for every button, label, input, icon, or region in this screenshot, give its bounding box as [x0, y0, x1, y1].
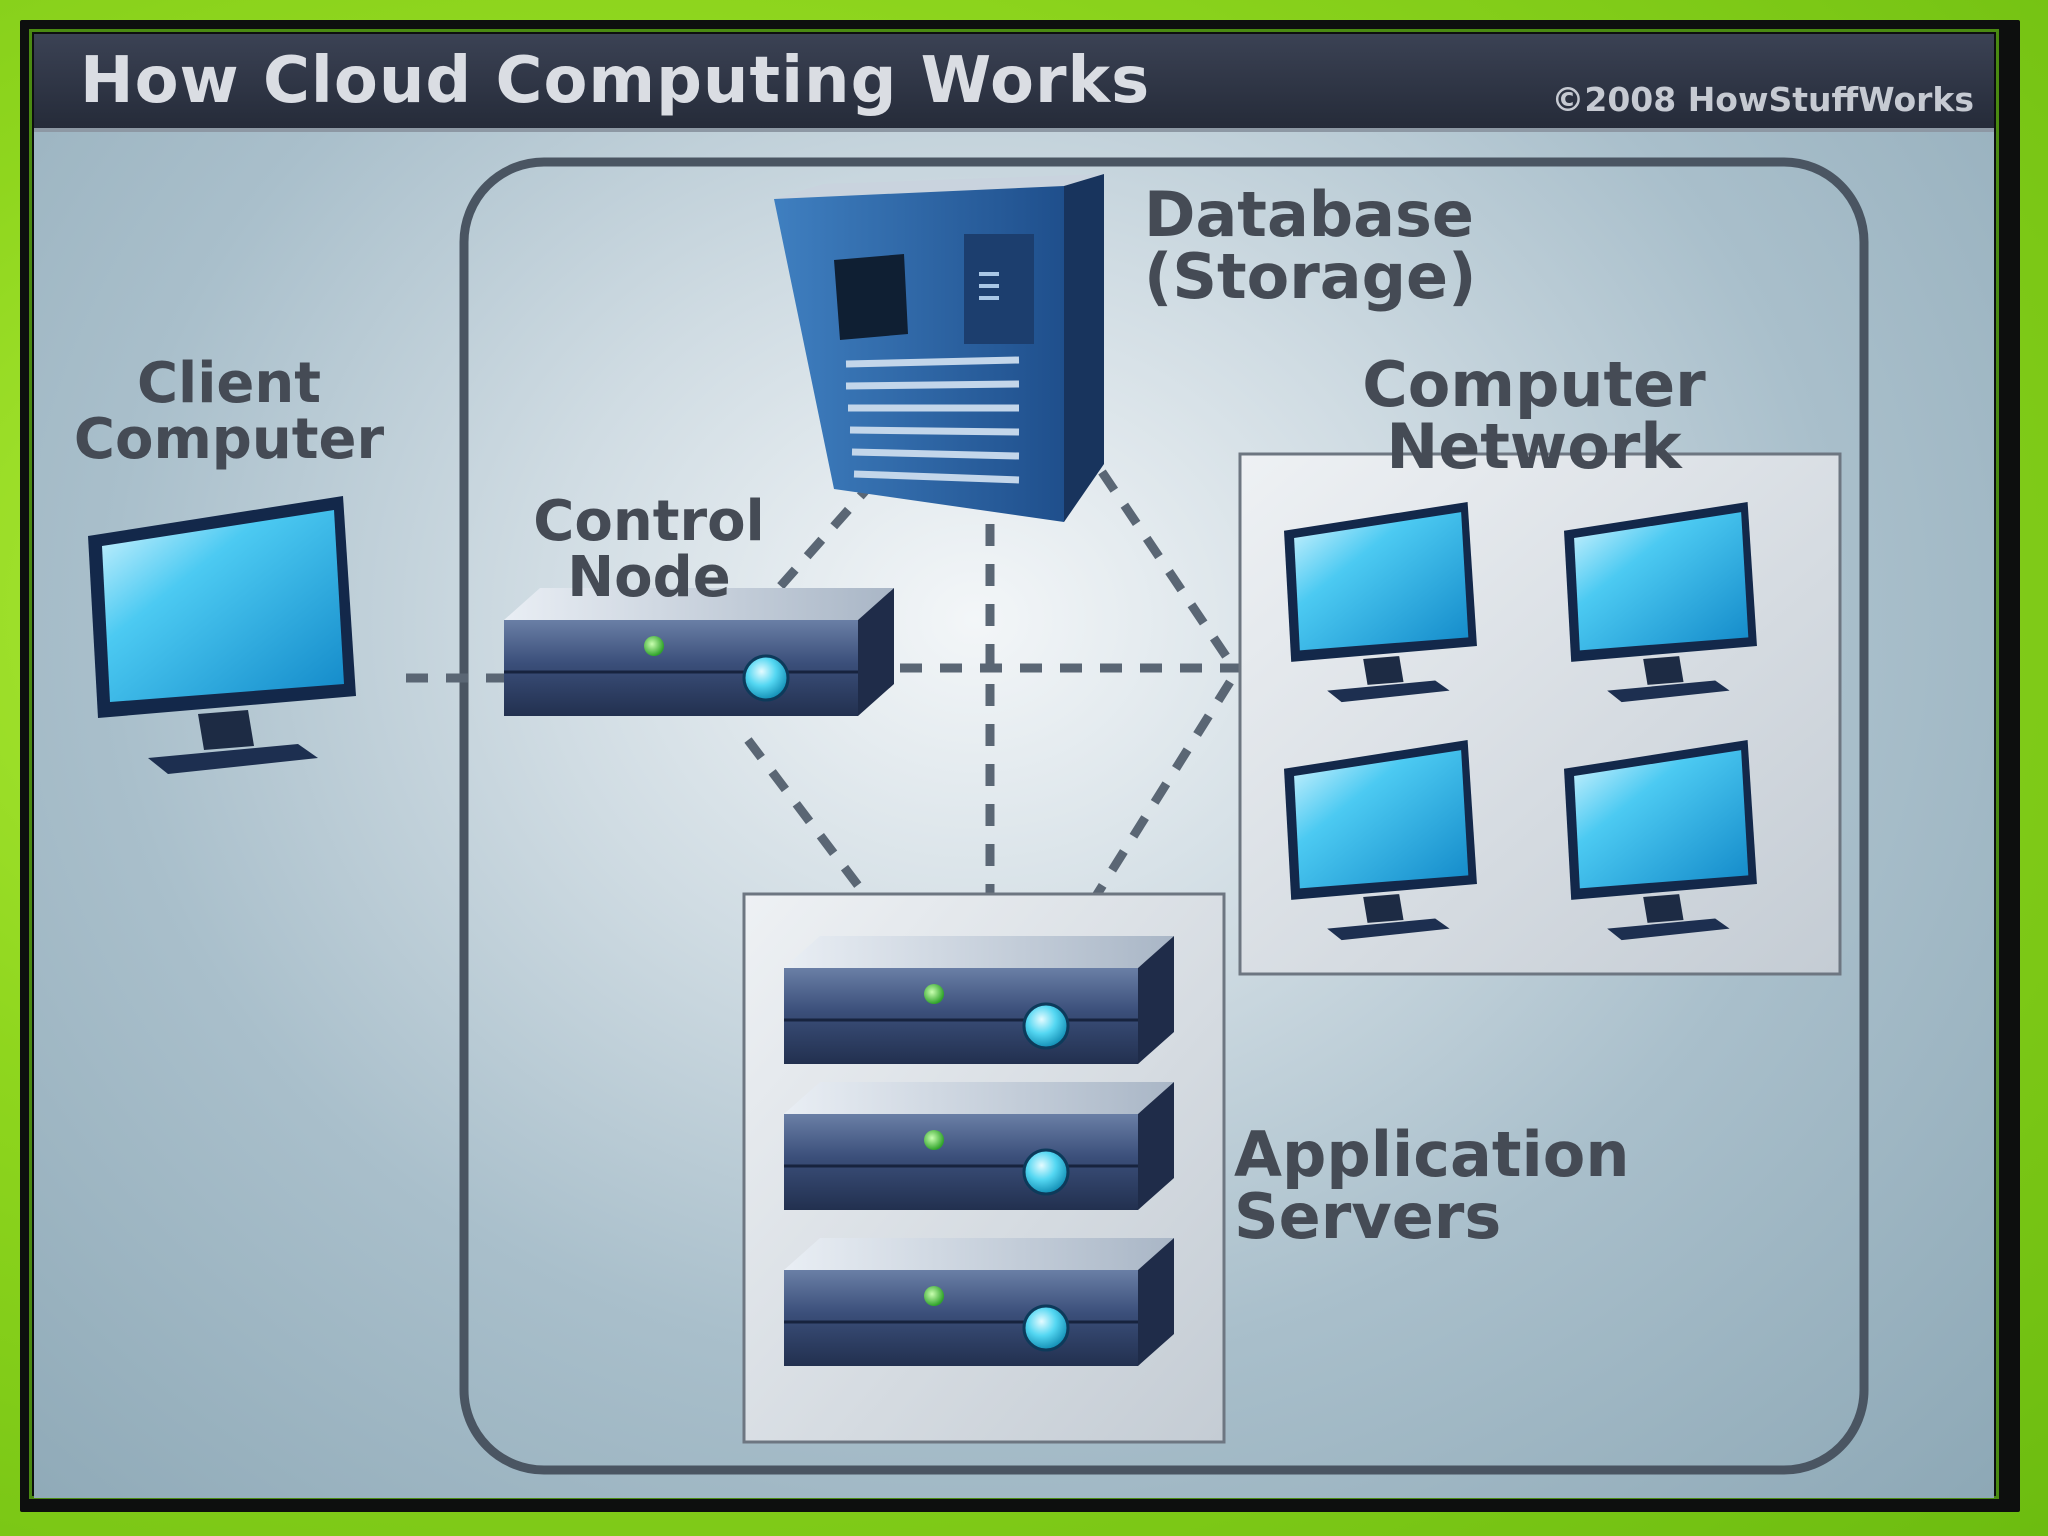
- computer-network-label: Computer Network: [1304, 354, 1764, 478]
- connector-control-appservers: [744, 737, 870, 899]
- client-computer-icon: [88, 496, 356, 774]
- database-label: Database (Storage): [1144, 184, 1476, 308]
- application-servers-label-line: Servers: [1234, 1180, 1502, 1253]
- copyright-text: ©2008 HowStuffWorks: [1551, 80, 1974, 119]
- application-server-icon: [782, 934, 1176, 1066]
- control-node-label: Control Node: [484, 494, 814, 606]
- control-node-label-line: Node: [567, 545, 731, 610]
- application-server-icon: [782, 1236, 1176, 1368]
- title-bar: How Cloud Computing Works ©2008 HowStuff…: [34, 34, 1994, 132]
- application-servers-label: Application Servers: [1234, 1124, 1629, 1248]
- cloud-boundary: [459, 157, 1869, 1475]
- application-server-icon: [782, 1080, 1176, 1212]
- diagram-panel: How Cloud Computing Works ©2008 HowStuff…: [34, 34, 1994, 1498]
- client-computer-label: Client Computer: [49, 356, 409, 468]
- database-label-line: (Storage): [1144, 240, 1477, 313]
- page-title: How Cloud Computing Works: [80, 44, 1151, 118]
- control-node-label-line: Control: [533, 489, 765, 554]
- database-tower-icon: [774, 174, 1104, 522]
- connector-network-appservers: [1092, 679, 1234, 899]
- cloud-diagram: [88, 157, 1869, 1475]
- connector-database-network: [1098, 469, 1238, 671]
- computer-network-label-line: Network: [1386, 410, 1682, 483]
- database-label-line: Database: [1144, 178, 1474, 251]
- computer-network-label-line: Computer: [1362, 348, 1706, 421]
- application-servers-label-line: Application: [1234, 1118, 1630, 1191]
- connector-control-database: [750, 487, 870, 619]
- client-computer-label-line: Computer: [73, 407, 385, 472]
- connectors: [406, 469, 1240, 899]
- client-computer-label-line: Client: [136, 351, 322, 416]
